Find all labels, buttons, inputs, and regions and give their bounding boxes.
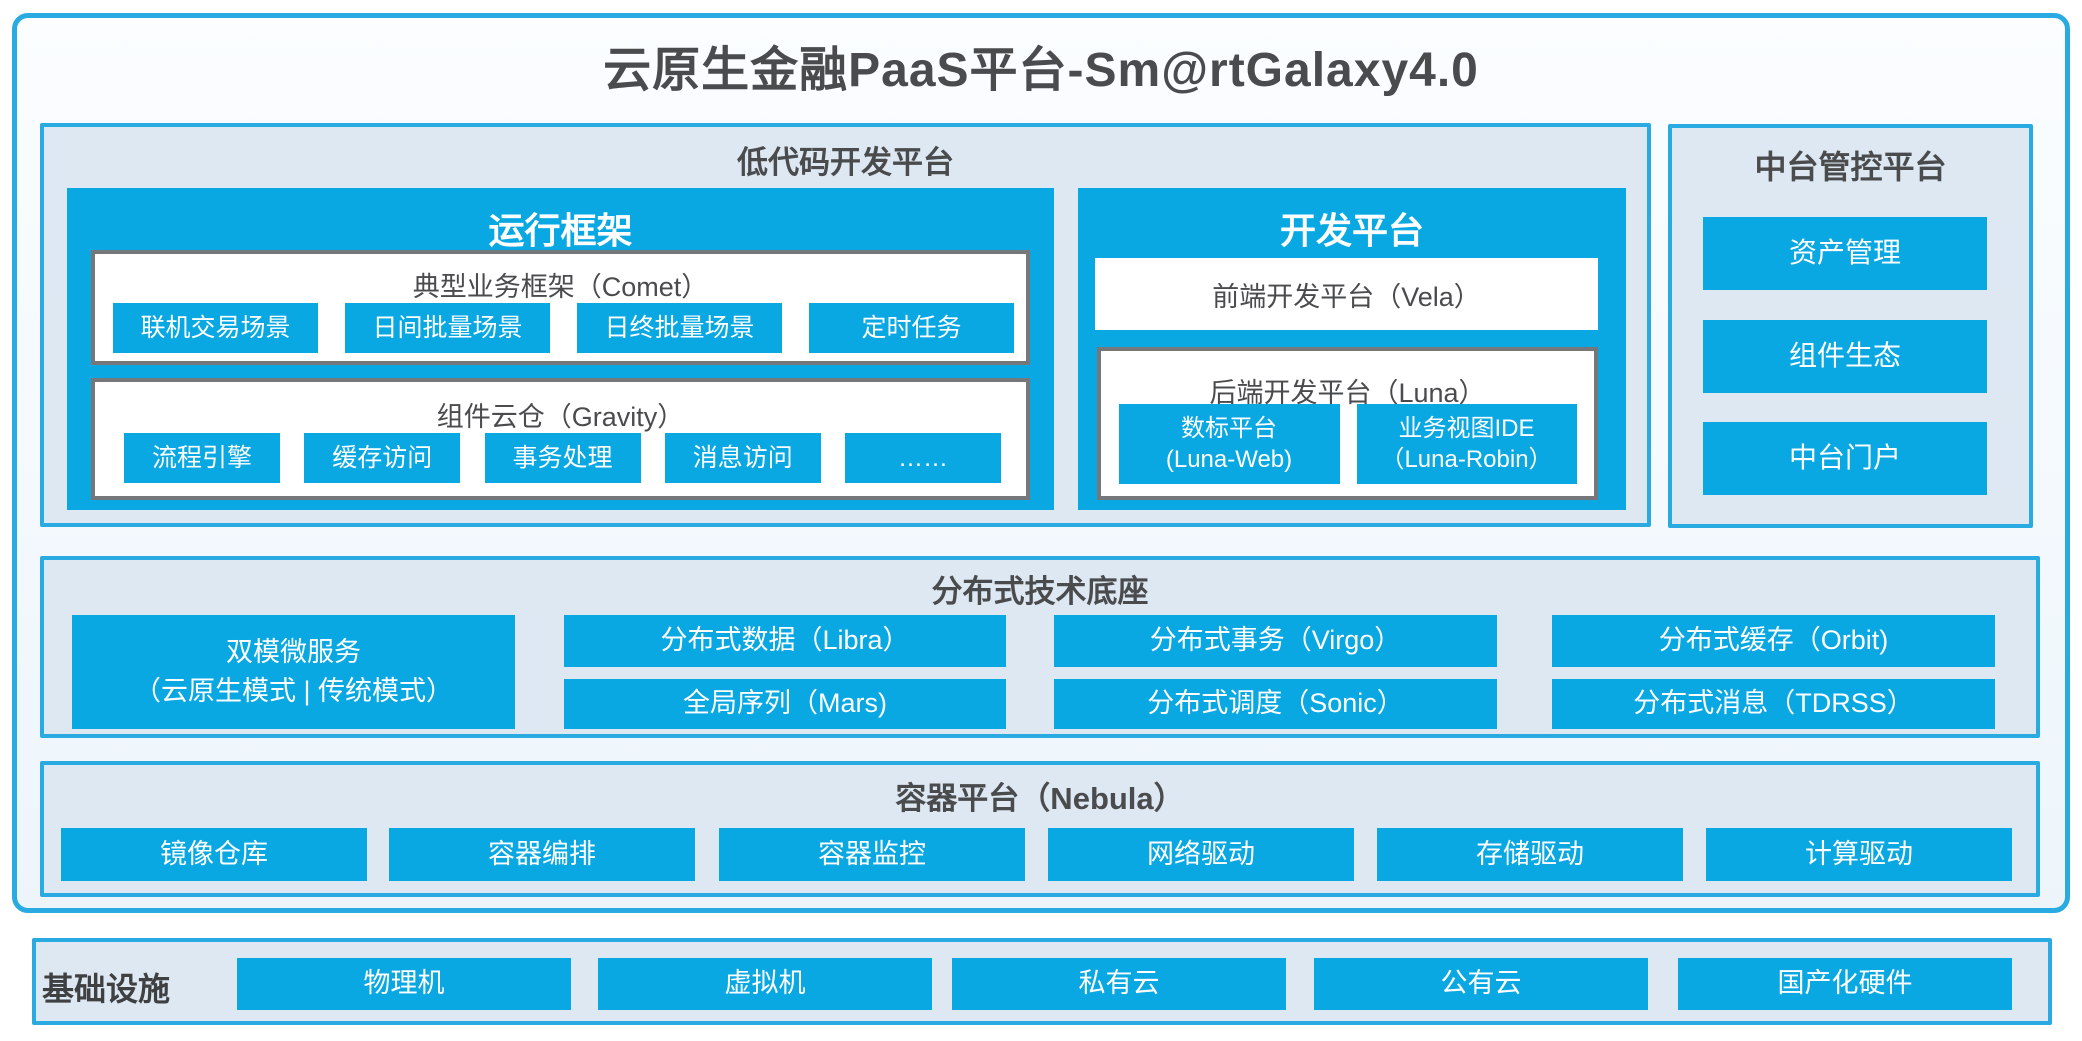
container-item-storage-driver: 存储驱动 — [1377, 828, 1683, 881]
comet-framework-title: 典型业务框架（Comet） — [412, 272, 709, 302]
luna-backend-title: 后端开发平台（Luna） — [1209, 378, 1486, 408]
gravity-item-transaction: 事务处理 — [484, 433, 641, 483]
gravity-item-process-engine: 流程引擎 — [124, 433, 280, 483]
luna-web-item: 数标平台 (Luna-Web) — [1118, 404, 1340, 484]
page-title: 云原生金融PaaS平台-Sm@rtGalaxy4.0 — [603, 44, 1479, 97]
mid-platform-item-portal: 中台门户 — [1703, 422, 1987, 495]
infra-item-private-cloud: 私有云 — [952, 958, 1286, 1010]
gravity-item-message-access: 消息访问 — [664, 433, 821, 483]
dev-platform-box: 开发平台 前端开发平台（Vela） 后端开发平台（Luna） 数标平台 (Lun… — [1078, 188, 1626, 510]
mid-platform-item-asset-management: 资产管理 — [1703, 217, 1987, 290]
distributed-message-tdrss-item: 分布式消息（TDRSS） — [1552, 679, 1995, 729]
runtime-framework-title: 运行框架 — [488, 210, 633, 251]
dual-mode-line2: （云原生模式 | 传统模式） — [133, 676, 454, 706]
dual-mode-microservice-item: 双模微服务 （云原生模式 | 传统模式） — [72, 615, 515, 729]
container-platform-panel: 容器平台（Nebula） 镜像仓库 容器编排 容器监控 网络驱动 存储驱动 计算… — [40, 761, 2040, 897]
container-item-monitoring: 容器监控 — [719, 828, 1025, 881]
low-code-platform-panel: 低代码开发平台 运行框架 典型业务框架（Comet） 联机交易场景 日间批量场景… — [40, 123, 1651, 527]
global-sequence-mars-item: 全局序列（Mars) — [564, 679, 1006, 729]
comet-item-daytime-batch: 日间批量场景 — [345, 303, 550, 353]
comet-item-online-trading: 联机交易场景 — [113, 303, 318, 353]
comet-items-row: 联机交易场景 日间批量场景 日终批量场景 定时任务 — [113, 303, 1014, 353]
infrastructure-title: 基础设施 — [42, 971, 171, 1007]
distributed-cache-orbit-item: 分布式缓存（Orbit) — [1552, 615, 1995, 667]
luna-items-row: 数标平台 (Luna-Web) 业务视图IDE （Luna-Robin） — [1101, 404, 1594, 484]
infrastructure-panel: 基础设施 物理机 虚拟机 私有云 公有云 国产化硬件 — [32, 938, 2052, 1025]
gravity-warehouse-box: 组件云仓（Gravity） 流程引擎 缓存访问 事务处理 消息访问 …… — [91, 378, 1030, 500]
container-item-network-driver: 网络驱动 — [1048, 828, 1354, 881]
luna-web-line1: 数标平台 — [1181, 414, 1277, 442]
container-item-compute-driver: 计算驱动 — [1706, 828, 2012, 881]
distributed-transaction-virgo-item: 分布式事务（Virgo） — [1054, 615, 1497, 667]
mid-platform-item-component-ecosystem: 组件生态 — [1703, 320, 1987, 393]
distributed-data-libra-item: 分布式数据（Libra） — [564, 615, 1006, 667]
comet-item-eod-batch: 日终批量场景 — [577, 303, 782, 353]
infra-item-public-cloud: 公有云 — [1314, 958, 1648, 1010]
runtime-framework-box: 运行框架 典型业务框架（Comet） 联机交易场景 日间批量场景 日终批量场景 … — [67, 188, 1054, 510]
container-item-orchestration: 容器编排 — [389, 828, 695, 881]
comet-item-scheduled-task: 定时任务 — [809, 303, 1014, 353]
dual-mode-line1: 双模微服务 — [226, 636, 361, 667]
gravity-item-ellipsis: …… — [845, 433, 1001, 483]
infra-item-virtual-machine: 虚拟机 — [598, 958, 932, 1010]
luna-web-line2: (Luna-Web) — [1165, 446, 1293, 473]
container-item-image-registry: 镜像仓库 — [61, 828, 367, 881]
mid-platform-panel: 中台管控平台 资产管理 组件生态 中台门户 — [1668, 124, 2033, 528]
luna-robin-line1: 业务视图IDE — [1398, 414, 1535, 442]
gravity-warehouse-title: 组件云仓（Gravity） — [436, 402, 685, 432]
distributed-base-title: 分布式技术底座 — [931, 574, 1149, 609]
mid-platform-title: 中台管控平台 — [1754, 149, 1947, 185]
gravity-item-cache-access: 缓存访问 — [304, 433, 461, 483]
distributed-scheduling-sonic-item: 分布式调度（Sonic） — [1054, 679, 1497, 729]
container-platform-title: 容器平台（Nebula） — [895, 781, 1185, 816]
dev-platform-title: 开发平台 — [1279, 210, 1424, 251]
infra-item-domestic-hardware: 国产化硬件 — [1678, 958, 2012, 1010]
luna-backend-box: 后端开发平台（Luna） 数标平台 (Luna-Web) 业务视图IDE （Lu… — [1097, 347, 1598, 500]
low-code-platform-title: 低代码开发平台 — [737, 145, 954, 180]
comet-framework-box: 典型业务框架（Comet） 联机交易场景 日间批量场景 日终批量场景 定时任务 — [91, 250, 1030, 365]
distributed-base-panel: 分布式技术底座 双模微服务 （云原生模式 | 传统模式） 分布式数据（Libra… — [40, 556, 2040, 738]
infra-item-physical-machine: 物理机 — [237, 958, 571, 1010]
luna-robin-item: 业务视图IDE （Luna-Robin） — [1356, 404, 1577, 484]
luna-robin-line2: （Luna-Robin） — [1380, 446, 1553, 473]
gravity-items-row: 流程引擎 缓存访问 事务处理 消息访问 …… — [124, 433, 1001, 483]
vela-frontend-box: 前端开发平台（Vela） — [1095, 258, 1598, 330]
